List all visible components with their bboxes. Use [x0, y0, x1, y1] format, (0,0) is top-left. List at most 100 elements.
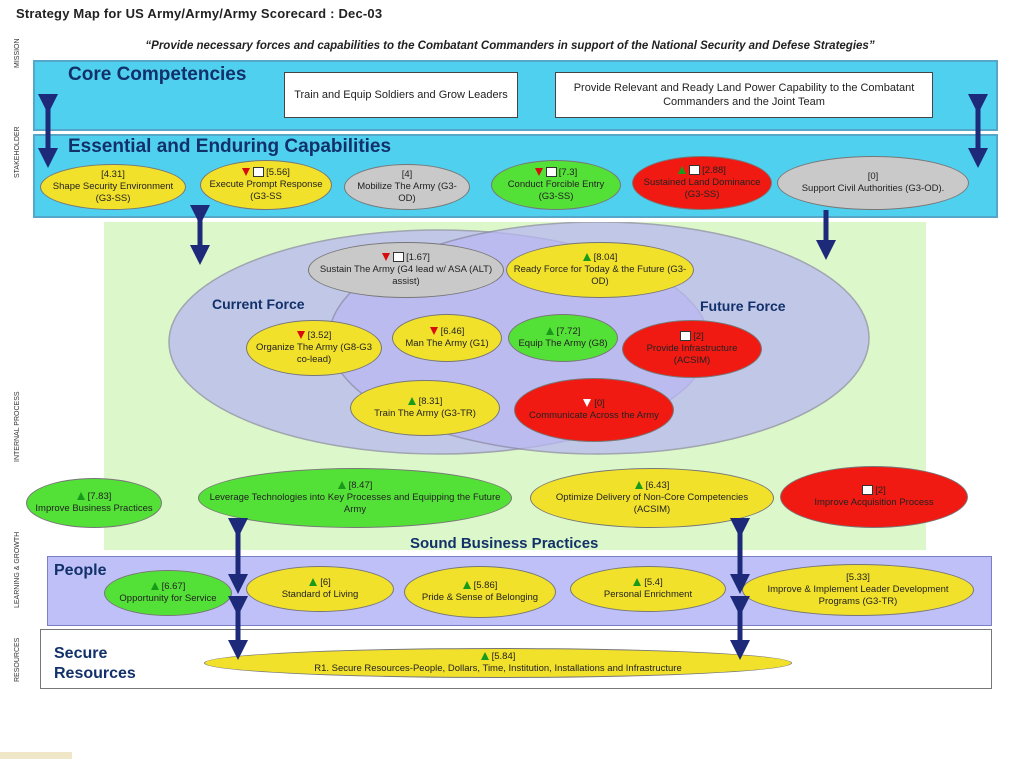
score-label: [1.67] [406, 252, 430, 263]
current-force-label: Current Force [212, 296, 305, 312]
arrow-up-icon [678, 166, 687, 175]
score-label: [8.31] [418, 396, 443, 407]
capability-label: Support Civil Authorities (G3-OD). [801, 183, 945, 194]
arrow-up-icon [480, 652, 489, 661]
arrow-up-icon [634, 481, 643, 490]
capability-land-dominance: [2.88] Sustained Land Dominance (G3-SS) [632, 156, 772, 210]
practice-label: Optimize Delivery of Non-Core Competenci… [555, 492, 749, 515]
people-label: Improve & Implement Leader Development P… [767, 584, 949, 607]
capability-prompt-response: [5.56] Execute Prompt Response (G3-SS [200, 160, 332, 210]
core-box-provide-label: Provide Relevant and Ready Land Power Ca… [573, 82, 915, 108]
practice-label: Improve Acquisition Process [814, 497, 934, 508]
score-label: [6.43] [645, 480, 670, 491]
capability-label: Shape Security Environment (G3-SS) [52, 181, 174, 204]
practice-improve-business: [7.83] Improve Business Practices [26, 478, 162, 528]
process-organize-army: [3.52] Organize The Army (G8-G3 co-lead) [246, 320, 382, 376]
score-label: [0] [867, 171, 879, 182]
arrow-up-icon [337, 481, 346, 490]
process-man-army: [6.46] Man The Army (G1) [392, 314, 502, 362]
score-label: [5.33] [846, 572, 870, 583]
score-label: [0] [594, 398, 605, 409]
score-label: [6.67] [161, 581, 186, 592]
process-label: Man The Army (G1) [405, 338, 489, 349]
practice-label: Leverage Technologies into Key Processes… [209, 492, 501, 515]
score-label: [3.52] [307, 330, 332, 341]
core-box-train-label: Train and Equip Soldiers and Grow Leader… [294, 89, 508, 101]
process-label: Communicate Across the Army [529, 410, 659, 421]
capability-civil-authorities: [0] Support Civil Authorities (G3-OD). [777, 156, 969, 210]
resources-label: R1. Secure Resources-People, Dollars, Ti… [314, 663, 682, 674]
score-label: [6.46] [440, 326, 465, 337]
side-label-stakeholder: STAKEHOLDER [14, 126, 21, 178]
core-competencies-heading: Core Competencies [68, 64, 247, 85]
sound-business-heading: Sound Business Practices [410, 535, 599, 552]
process-label: Provide Infrastructure (ACSIM) [646, 343, 738, 366]
score-label: [5.86] [473, 580, 498, 591]
people-opportunity: [6.67] Opportunity for Service [104, 570, 232, 616]
score-label: [8.47] [348, 480, 373, 491]
document-icon [545, 167, 557, 178]
process-ready-force: [8.04] Ready Force for Today & the Futur… [506, 242, 694, 298]
core-box-provide: Provide Relevant and Ready Land Power Ca… [555, 72, 933, 118]
side-label-mission: MISSION [14, 38, 21, 68]
arrow-down-icon [534, 168, 543, 177]
score-label: [5.4] [644, 577, 663, 588]
people-pride: [5.86] Pride & Sense of Belonging [404, 566, 556, 618]
score-label: [4] [401, 169, 413, 180]
arrow-down-icon [429, 327, 438, 336]
capability-shape-security: [4.31] Shape Security Environment (G3-SS… [40, 164, 186, 210]
arrow-up-icon [309, 578, 318, 587]
page-title: Strategy Map for US Army/Army/Army Score… [16, 6, 383, 21]
document-icon [393, 252, 405, 263]
document-icon [689, 165, 701, 176]
process-label: Equip The Army (G8) [518, 338, 608, 349]
document-icon [862, 485, 874, 496]
arrow-up-icon [462, 581, 471, 590]
practice-label: Improve Business Practices [35, 503, 153, 514]
capability-label: Execute Prompt Response (G3-SS [209, 179, 323, 202]
arrow-down-icon [296, 331, 305, 340]
capability-label: Mobilize The Army (G3-OD) [357, 181, 457, 204]
capability-mobilize: [4] Mobilize The Army (G3-OD) [344, 164, 470, 210]
resources-heading: Secure Resources [54, 644, 136, 684]
resources-heading-line2: Resources [54, 665, 136, 682]
people-label: Standard of Living [281, 589, 359, 600]
arrow-up-icon [150, 582, 159, 591]
side-label-resources: RESOURCES [14, 637, 21, 682]
score-label: [5.84] [491, 651, 516, 662]
arrow-up-icon [76, 492, 85, 501]
score-label: [7.83] [87, 491, 112, 502]
score-label: [2.88] [702, 165, 726, 176]
process-label: Organize The Army (G8-G3 co-lead) [256, 342, 372, 365]
people-standard-living: [6] Standard of Living [246, 566, 394, 612]
capability-forcible-entry: [7.3] Conduct Forcible Entry (G3-SS) [491, 160, 621, 210]
process-label: Train The Army (G3-TR) [374, 408, 476, 419]
future-force-label: Future Force [700, 298, 786, 314]
side-label-internal: INTERNAL PROCESS [14, 391, 21, 462]
people-leader-development: [5.33] Improve & Implement Leader Develo… [742, 564, 974, 616]
people-label: Pride & Sense of Belonging [421, 592, 539, 603]
process-label: Ready Force for Today & the Future (G3-O… [513, 264, 687, 287]
arrow-down-icon [583, 399, 592, 408]
capability-label: Conduct Forcible Entry (G3-SS) [507, 179, 605, 202]
people-label: Personal Enrichment [603, 589, 693, 600]
essential-capabilities-heading: Essential and Enduring Capabilities [68, 136, 392, 157]
capability-label: Sustained Land Dominance (G3-SS) [643, 177, 761, 200]
process-train-army: [8.31] Train The Army (G3-TR) [350, 380, 500, 436]
mission-statement: “Provide necessary forces and capabiliti… [145, 40, 875, 52]
document-icon [680, 331, 692, 342]
document-icon [253, 167, 265, 178]
arrow-up-icon [633, 578, 642, 587]
score-label: [7.72] [556, 326, 581, 337]
score-label: [8.04] [593, 252, 618, 263]
score-label: [7.3] [558, 167, 578, 178]
score-label: [2] [875, 485, 886, 496]
resources-heading-line1: Secure [54, 645, 108, 662]
arrow-up-icon [407, 397, 416, 406]
score-label: [4.31] [101, 169, 125, 180]
footer-strip [0, 752, 72, 759]
process-provide-infrastructure: [2] Provide Infrastructure (ACSIM) [622, 320, 762, 378]
practice-leverage-technologies: [8.47] Leverage Technologies into Key Pr… [198, 468, 512, 528]
arrow-down-icon [242, 168, 251, 177]
core-box-train: Train and Equip Soldiers and Grow Leader… [284, 72, 518, 118]
